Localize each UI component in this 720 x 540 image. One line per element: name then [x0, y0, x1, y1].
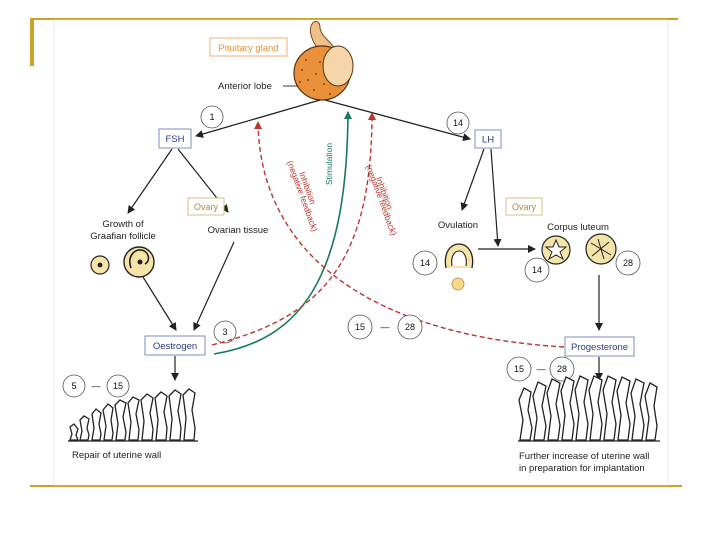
stimulation-label: Stimulation	[324, 143, 334, 185]
feedback-end-day: 28	[405, 322, 415, 332]
growth-label-line1: Growth of	[102, 219, 144, 230]
lh-box	[474, 129, 502, 149]
pituitary-gland	[293, 20, 354, 101]
prog-end-circle	[549, 356, 575, 382]
lh-to-ovulation-arrow	[460, 148, 485, 211]
prog-start-day: 15	[514, 364, 524, 374]
ovary-tag-left	[187, 197, 225, 216]
repair-label: Repair of uterine wall	[72, 450, 161, 461]
feedback-start-day: 15	[355, 322, 365, 332]
fsh-day-circle	[200, 105, 224, 129]
ovary-label-left: Ovary	[194, 202, 219, 212]
lh-label: LH	[482, 135, 494, 146]
further-increase-line1: Further increase of uterine wall	[519, 451, 649, 462]
feedback-end-circle	[397, 314, 423, 340]
uterine-wall-repair	[68, 388, 198, 442]
fsh-label: FSH	[166, 134, 185, 145]
graafian-follicle-icon	[123, 246, 155, 278]
pituitary-to-lh-arrow	[324, 99, 471, 142]
small-follicle-icon	[90, 255, 110, 275]
corpus-luteum-label: Corpus luteum	[547, 222, 609, 233]
repair-dash: —	[92, 381, 101, 391]
progesterone-label: Progesterone	[571, 342, 628, 353]
corpus-day-circle-a	[524, 257, 550, 283]
feedback-dash: —	[381, 322, 390, 332]
feedback-start-circle	[347, 314, 373, 340]
ovarian-tissue-label: Ovarian tissue	[208, 225, 269, 236]
growth-label-line2: Graafian follicle	[90, 231, 155, 242]
fsh-day: 1	[209, 112, 214, 122]
fsh-box	[158, 128, 192, 149]
prog-end-day: 28	[557, 364, 567, 374]
progesterone-box	[564, 336, 635, 357]
lh-day: 14	[453, 118, 463, 128]
pituitary-gland-label: Pituitary gland	[218, 43, 278, 54]
pituitary-gland-tag	[209, 37, 288, 57]
ovulation-label: Ovulation	[438, 220, 478, 231]
ovulation-day-circle	[412, 250, 438, 276]
oestrogen-label: Oestrogen	[153, 341, 197, 352]
lh-to-corpus-arrow	[490, 148, 502, 247]
repair-end-day: 15	[113, 381, 123, 391]
prog-start-circle	[506, 356, 532, 382]
corpus-day-a: 14	[532, 265, 542, 275]
inhibition-oestrogen-arrow	[211, 112, 376, 346]
ovulation-follicle-icon	[444, 243, 474, 269]
mature-corpus-luteum-icon	[585, 233, 617, 265]
pituitary-to-fsh-arrow	[195, 99, 321, 138]
follicle-to-oestrogen-arrow	[142, 276, 177, 331]
oestrogen-box	[144, 335, 206, 356]
ovum-icon	[451, 277, 465, 291]
anterior-lobe-label: Anterior lobe	[218, 81, 272, 92]
oestrogen-day-circle	[213, 320, 237, 344]
ovary-label-right: Ovary	[512, 202, 537, 212]
oestrogen-day: 3	[222, 327, 227, 337]
ovulation-day: 14	[420, 258, 430, 268]
inhibition-progesterone-arrow	[254, 121, 565, 348]
repair-start-circle	[62, 374, 86, 398]
ovary-tag-right	[505, 197, 543, 216]
further-increase-line2: in preparation for implantation	[519, 463, 645, 474]
lh-day-circle	[446, 111, 470, 135]
fsh-to-follicle-arrow	[127, 148, 173, 214]
prog-dash: —	[537, 364, 546, 374]
early-corpus-luteum-icon	[541, 235, 571, 265]
uterine-wall-further-increase	[518, 375, 660, 442]
repair-end-circle	[106, 374, 130, 398]
corpus-day-circle-b	[615, 250, 641, 276]
corpus-day-b: 28	[623, 258, 633, 268]
repair-start-day: 5	[71, 381, 76, 391]
stimulation-arrow	[213, 111, 352, 355]
ovarian-tissue-to-oestrogen-arrow	[193, 241, 235, 331]
